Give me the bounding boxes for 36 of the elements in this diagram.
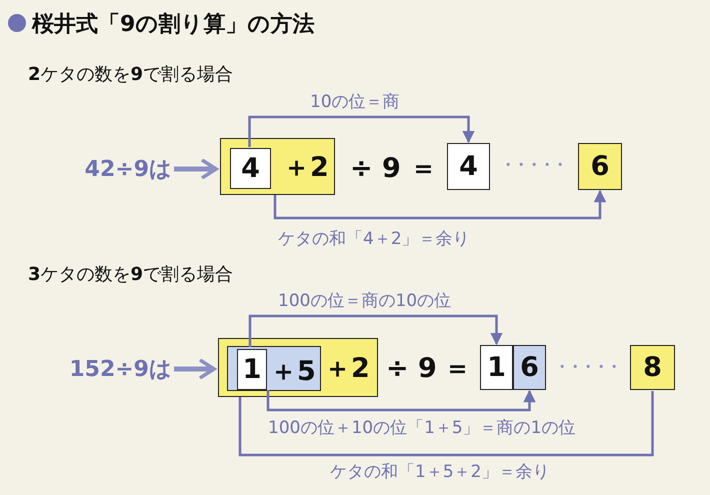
digit-box: 1 — [480, 345, 513, 390]
edge-label: 100の位＋10の位「1＋5」＝商の1の位 — [268, 417, 576, 439]
section-heading: 3ケタの数を9で割る場合 — [28, 263, 234, 286]
edge-label: 10の位＝商 — [310, 91, 400, 113]
digit-box: 8 — [630, 345, 675, 390]
digit-box: 6 — [513, 345, 546, 390]
connector-arrow — [266, 390, 536, 412]
title: 桜井式「9の割り算」の方法 — [32, 10, 314, 39]
dot-leader: ・・・・・ — [500, 155, 565, 176]
edge-label: 100の位＝商の10の位 — [278, 290, 452, 312]
connector-arrow — [248, 116, 475, 147]
sum-term: ＋2 — [324, 352, 370, 386]
operator-text: ÷ 9 — [350, 153, 401, 184]
operator-text: ＝ — [444, 352, 471, 386]
section-heading: 2ケタの数を9で割る場合 — [28, 63, 234, 86]
digit-box: 4 — [447, 143, 490, 190]
connector-line — [238, 391, 654, 456]
chevron-arrow — [174, 158, 218, 180]
edge-label: ケタの和「4＋2」＝余り — [278, 228, 470, 250]
dot-leader: ・・・・・ — [554, 357, 619, 378]
expression-text: 152÷9は — [62, 352, 172, 386]
sum-term: ＋2 — [283, 151, 329, 185]
connector-arrow — [274, 190, 606, 220]
edge-label: ケタの和「1＋5＋2」＝余り — [330, 461, 550, 483]
operator-text: ＝ — [410, 152, 437, 186]
chevron-arrow — [174, 358, 216, 380]
expression-text: 42÷9は — [70, 152, 172, 186]
digit-box: 4 — [230, 148, 271, 189]
digit-box: 6 — [578, 143, 622, 190]
operator-text: ÷ 9 — [386, 353, 437, 384]
sum-panel — [218, 338, 378, 397]
sum-term: ＋5 — [270, 355, 316, 389]
connector-arrow — [248, 314, 503, 347]
sum-panel — [220, 138, 335, 195]
digit-box: 1 — [237, 349, 267, 390]
sum-panel — [227, 346, 321, 391]
